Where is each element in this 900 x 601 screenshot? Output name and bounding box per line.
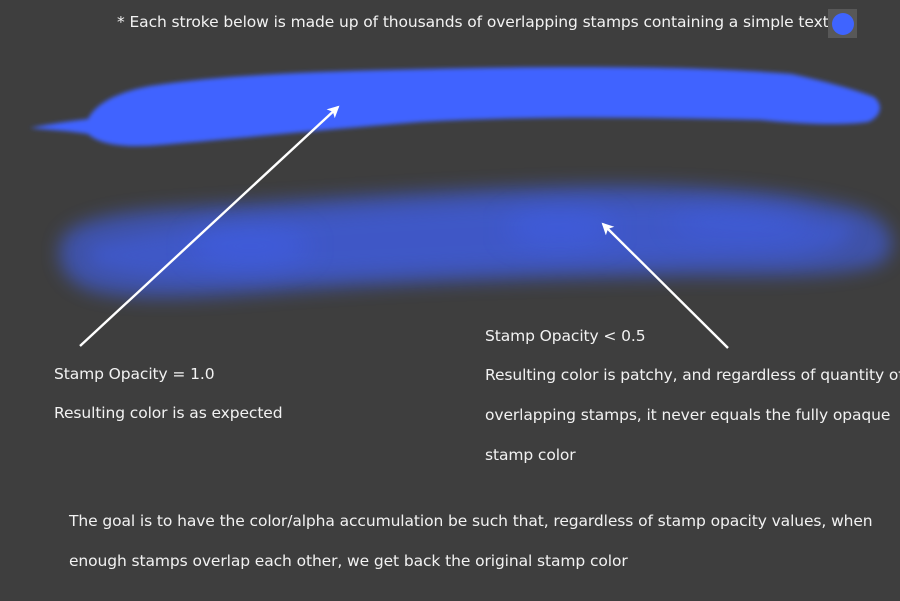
- translucent-description-line3: stamp color: [485, 446, 576, 464]
- goal-line-1: The goal is to have the color/alpha accu…: [69, 512, 873, 530]
- translucent-title: Stamp Opacity < 0.5: [485, 327, 646, 345]
- header-note: * Each stroke below is made up of thousa…: [117, 13, 854, 31]
- opaque-title: Stamp Opacity = 1.0: [54, 365, 215, 383]
- translucent-description-line1: Resulting color is patchy, and regardles…: [485, 366, 900, 384]
- goal-line-2: enough stamps overlap each other, we get…: [69, 552, 628, 570]
- translucent-description-line2: overlapping stamps, it never equals the …: [485, 406, 891, 424]
- arrow-to-opaque-stroke: [79, 105, 340, 347]
- opaque-description: Resulting color is as expected: [54, 404, 283, 422]
- stamp-color-swatch: [828, 9, 857, 38]
- translucent-stroke: [59, 185, 892, 298]
- opaque-stroke: [30, 67, 880, 147]
- stamp-dot-icon: [831, 12, 854, 35]
- arrow-to-translucent-stroke: [601, 222, 729, 349]
